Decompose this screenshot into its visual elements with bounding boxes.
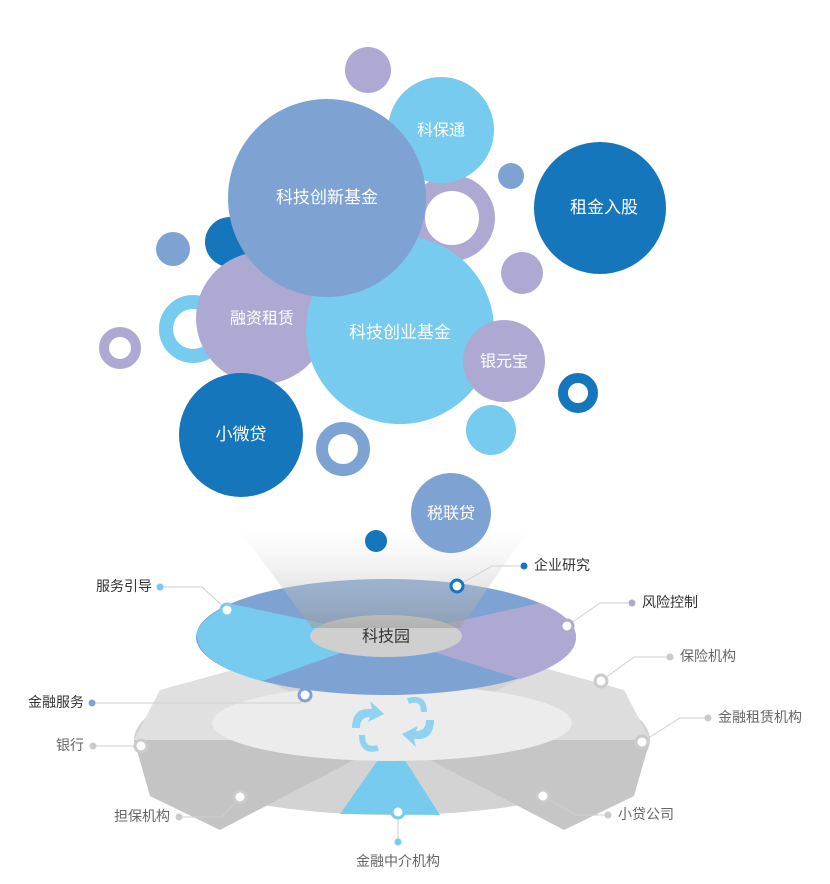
top-platform: 科技园 [196, 579, 577, 695]
label-baoxian-jigou: 保险机构 [680, 649, 736, 665]
base-sector-right-front [392, 740, 650, 830]
label-danbao-jigou: 担保机构 [114, 809, 170, 825]
base-sector-left-front [134, 740, 392, 830]
svg-text:小微贷: 小微贷 [216, 425, 267, 445]
svg-text:科保通: 科保通 [417, 121, 465, 140]
label-jinrong-zhongjie: 金融中介机构 [356, 854, 440, 870]
bubble-yinyuanbao[interactable]: 银元宝 [463, 320, 545, 402]
bubble-zujin-rugu[interactable]: 租金入股 [534, 142, 666, 274]
label-fengxian-kongzhi: 风险控制 [642, 595, 698, 611]
base-inner-ellipse [212, 685, 572, 761]
ring-lavender-small [99, 327, 141, 369]
svg-text:租金入股: 租金入股 [570, 198, 638, 218]
label-fuwu-yindao: 服务引导 [96, 579, 152, 595]
svg-text:融资租赁: 融资租赁 [230, 309, 294, 328]
bubble-xiaoweidai[interactable]: 小微贷 [179, 373, 303, 497]
label-qiye-yanjiu: 企业研究 [534, 557, 590, 574]
label-xiaodai-gongsi: 小贷公司 [618, 807, 674, 823]
svg-text:税联贷: 税联贷 [427, 504, 475, 523]
hub-label: 科技园 [362, 627, 410, 646]
spotlight-beam [238, 528, 530, 628]
cycle-arrows-icon [352, 696, 434, 752]
ring-mid-blue [316, 422, 370, 476]
node-markers [133, 578, 650, 820]
ring-dark-blue [558, 373, 598, 413]
bubble-keji-chuangxin[interactable]: 科技创新基金 [228, 99, 426, 297]
svg-text:科技创新基金: 科技创新基金 [276, 188, 378, 208]
label-jinrong-zulin-jigou: 金融租赁机构 [718, 710, 802, 726]
svg-text:科技创业基金: 科技创业基金 [349, 323, 451, 343]
bubble-shuilian-dai[interactable]: 税联贷 [411, 473, 491, 553]
label-dots [88, 562, 712, 846]
svg-text:银元宝: 银元宝 [480, 352, 528, 371]
label-yinhang: 银行 [56, 738, 84, 754]
label-jinrong-fuwu: 金融服务 [28, 695, 84, 711]
base-sector-blue [340, 740, 440, 815]
top-sector-right [386, 603, 577, 679]
